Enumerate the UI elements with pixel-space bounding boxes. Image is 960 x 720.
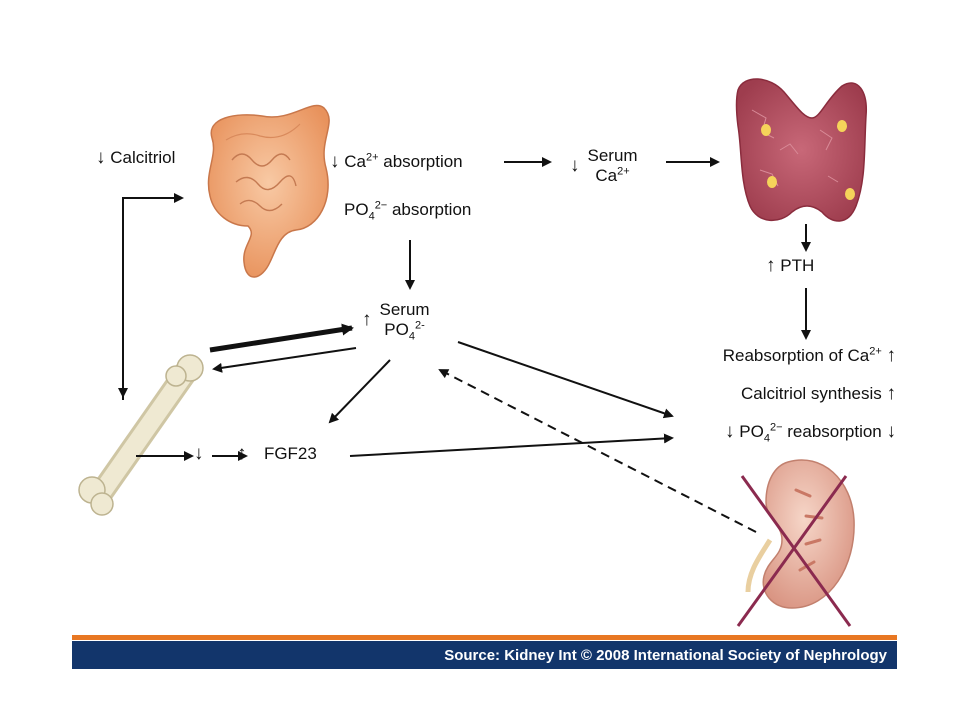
label-serum-ca: ↓ Serum Ca2+ xyxy=(570,146,638,185)
label-po4-reabsorption: ↓ PO42− reabsorption ↓ xyxy=(725,421,896,445)
arrow-serum-po4-to-fgf23 xyxy=(328,359,391,424)
arrows xyxy=(118,157,811,533)
arrow-fgf23-to-po4-reabs xyxy=(349,433,674,457)
arrow-serum-po4-to-kidney xyxy=(457,341,674,419)
label-calcitriol: ↓ Calcitriol xyxy=(96,147,176,168)
label-serum-po4: ↑ Serum PO42- xyxy=(362,300,430,343)
bone-icon xyxy=(78,354,204,516)
parathyroid-gland-icon xyxy=(735,78,867,222)
arrow-bone-to-serum-po4 xyxy=(209,323,354,353)
label-reabsorption-ca: Reabsorption of Ca2+ ↑ xyxy=(722,345,896,366)
footer-accent-line xyxy=(72,635,897,640)
label-calcitriol-synthesis: Calcitriol synthesis ↑ xyxy=(741,383,896,404)
cross-out-icon xyxy=(736,475,852,627)
kidney-icon xyxy=(745,459,855,609)
label-ca-absorption: ↓ Ca2+ absorption xyxy=(330,151,463,172)
label-po4-absorption: PO42− absorption xyxy=(344,199,472,223)
intestine-icon xyxy=(207,104,330,278)
footer-bar: Source: Kidney Int © 2008 International … xyxy=(72,641,897,669)
arrow-serum-po4-to-bone xyxy=(212,347,357,373)
source-citation: Source: Kidney Int © 2008 International … xyxy=(444,647,887,664)
label-fgf23: ↓ ↑ FGF23 xyxy=(194,443,317,464)
label-pth: ↑ PTH xyxy=(766,255,815,276)
